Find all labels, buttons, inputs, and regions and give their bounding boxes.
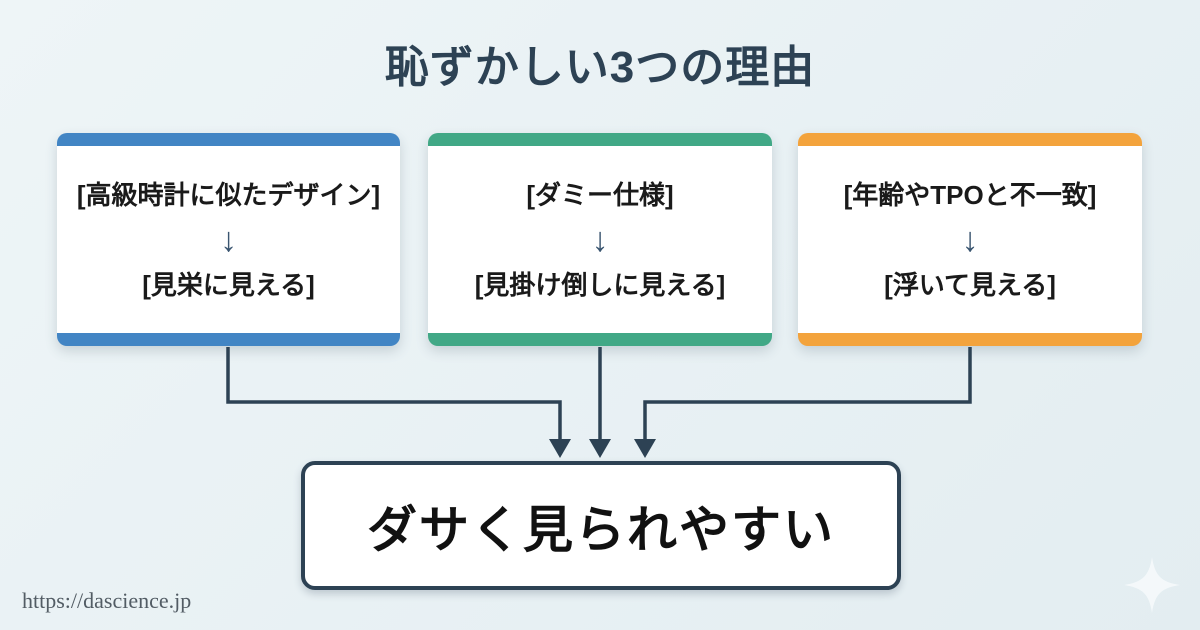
- effect-label: [見掛け倒しに見える]: [474, 269, 726, 300]
- effect-label: [見栄に見える]: [142, 269, 315, 300]
- reason-card-design: [高級時計に似たデザイン] ↓ [見栄に見える]: [57, 133, 400, 346]
- conclusion-label: ダサく見られやすい: [367, 501, 835, 558]
- arrowhead-right-icon: [634, 439, 656, 458]
- cause-label: [ダミー仕様]: [526, 179, 674, 210]
- connector-right: [643, 347, 972, 441]
- cause-label: [年齢やTPOと不一致]: [843, 179, 1097, 210]
- arrowhead-middle-icon: [589, 439, 611, 458]
- watermark-url: https://dascience.jp: [22, 588, 192, 613]
- effect-label: [浮いて見える]: [884, 269, 1056, 300]
- down-arrow-icon: ↓: [220, 220, 237, 259]
- down-arrow-icon: ↓: [961, 220, 979, 259]
- connector-left: [226, 347, 562, 441]
- cause-label: [高級時計に似たデザイン]: [76, 179, 381, 210]
- sparkle-icon: [1124, 557, 1180, 613]
- page-title: 恥ずかしい3つの理由: [384, 43, 816, 92]
- arrowhead-left-icon: [549, 439, 571, 458]
- reason-card-age-tpo: [年齢やTPOと不一致] ↓ [浮いて見える]: [798, 133, 1142, 346]
- reason-card-dummy-spec: [ダミー仕様] ↓ [見掛け倒しに見える]: [428, 133, 772, 346]
- conclusion-box: ダサく見られやすい: [301, 461, 901, 590]
- down-arrow-icon: ↓: [591, 220, 609, 259]
